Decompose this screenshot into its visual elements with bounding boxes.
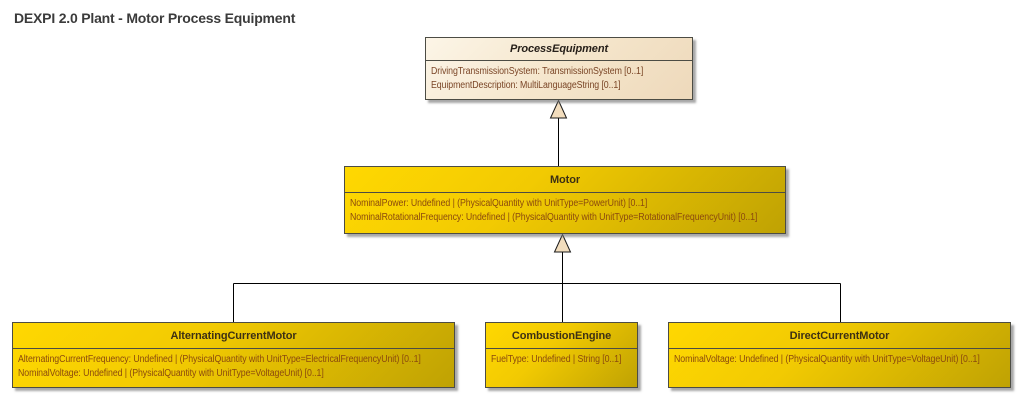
class-attributes: FuelType: Undefined | String [0..1] xyxy=(486,349,637,367)
class-name-label: CombustionEngine xyxy=(486,323,637,349)
class-attribute-text: NominalVoltage: Undefined | (PhysicalQua… xyxy=(18,368,324,379)
class-name-label: AlternatingCurrentMotor xyxy=(13,323,454,349)
generalization-subclasses-to-motor xyxy=(233,233,841,322)
class-attributes: NominalVoltage: Undefined | (PhysicalQua… xyxy=(669,349,1010,367)
class-box-alternating-current-motor[interactable]: AlternatingCurrentMotor AlternatingCurre… xyxy=(12,322,455,388)
class-attribute-text: DrivingTransmissionSystem: TransmissionS… xyxy=(431,66,644,77)
class-box-combustion-engine[interactable]: CombustionEngine FuelType: Undefined | S… xyxy=(485,322,638,388)
class-name-label: Motor xyxy=(345,167,785,193)
class-box-process-equipment[interactable]: ProcessEquipment DrivingTransmissionSyst… xyxy=(425,37,693,100)
class-box-motor[interactable]: Motor NominalPower: Undefined | (Physica… xyxy=(344,166,786,234)
class-attribute-text: FuelType: Undefined | String [0..1] xyxy=(491,354,622,365)
generalization-arrowhead-icon xyxy=(553,233,572,253)
class-attributes: DrivingTransmissionSystem: TransmissionS… xyxy=(426,61,692,93)
class-attributes: NominalPower: Undefined | (PhysicalQuant… xyxy=(345,193,785,225)
generalization-motor-to-processequipment xyxy=(549,99,568,166)
class-attribute-text: AlternatingCurrentFrequency: Undefined |… xyxy=(18,354,421,365)
class-attributes: AlternatingCurrentFrequency: Undefined |… xyxy=(13,349,454,381)
class-name-label: ProcessEquipment xyxy=(426,38,692,61)
class-attribute-text: NominalVoltage: Undefined | (PhysicalQua… xyxy=(674,354,980,365)
class-attribute-text: EquipmentDescription: MultiLanguageStrin… xyxy=(431,80,621,91)
class-attribute-text: NominalRotationalFrequency: Undefined | … xyxy=(350,212,758,223)
class-name-label: DirectCurrentMotor xyxy=(669,323,1010,349)
class-box-direct-current-motor[interactable]: DirectCurrentMotor NominalVoltage: Undef… xyxy=(668,322,1011,388)
class-attribute-text: NominalPower: Undefined | (PhysicalQuant… xyxy=(350,198,648,209)
generalization-arrowhead-icon xyxy=(549,99,568,119)
diagram-title: DEXPI 2.0 Plant - Motor Process Equipmen… xyxy=(14,10,296,26)
